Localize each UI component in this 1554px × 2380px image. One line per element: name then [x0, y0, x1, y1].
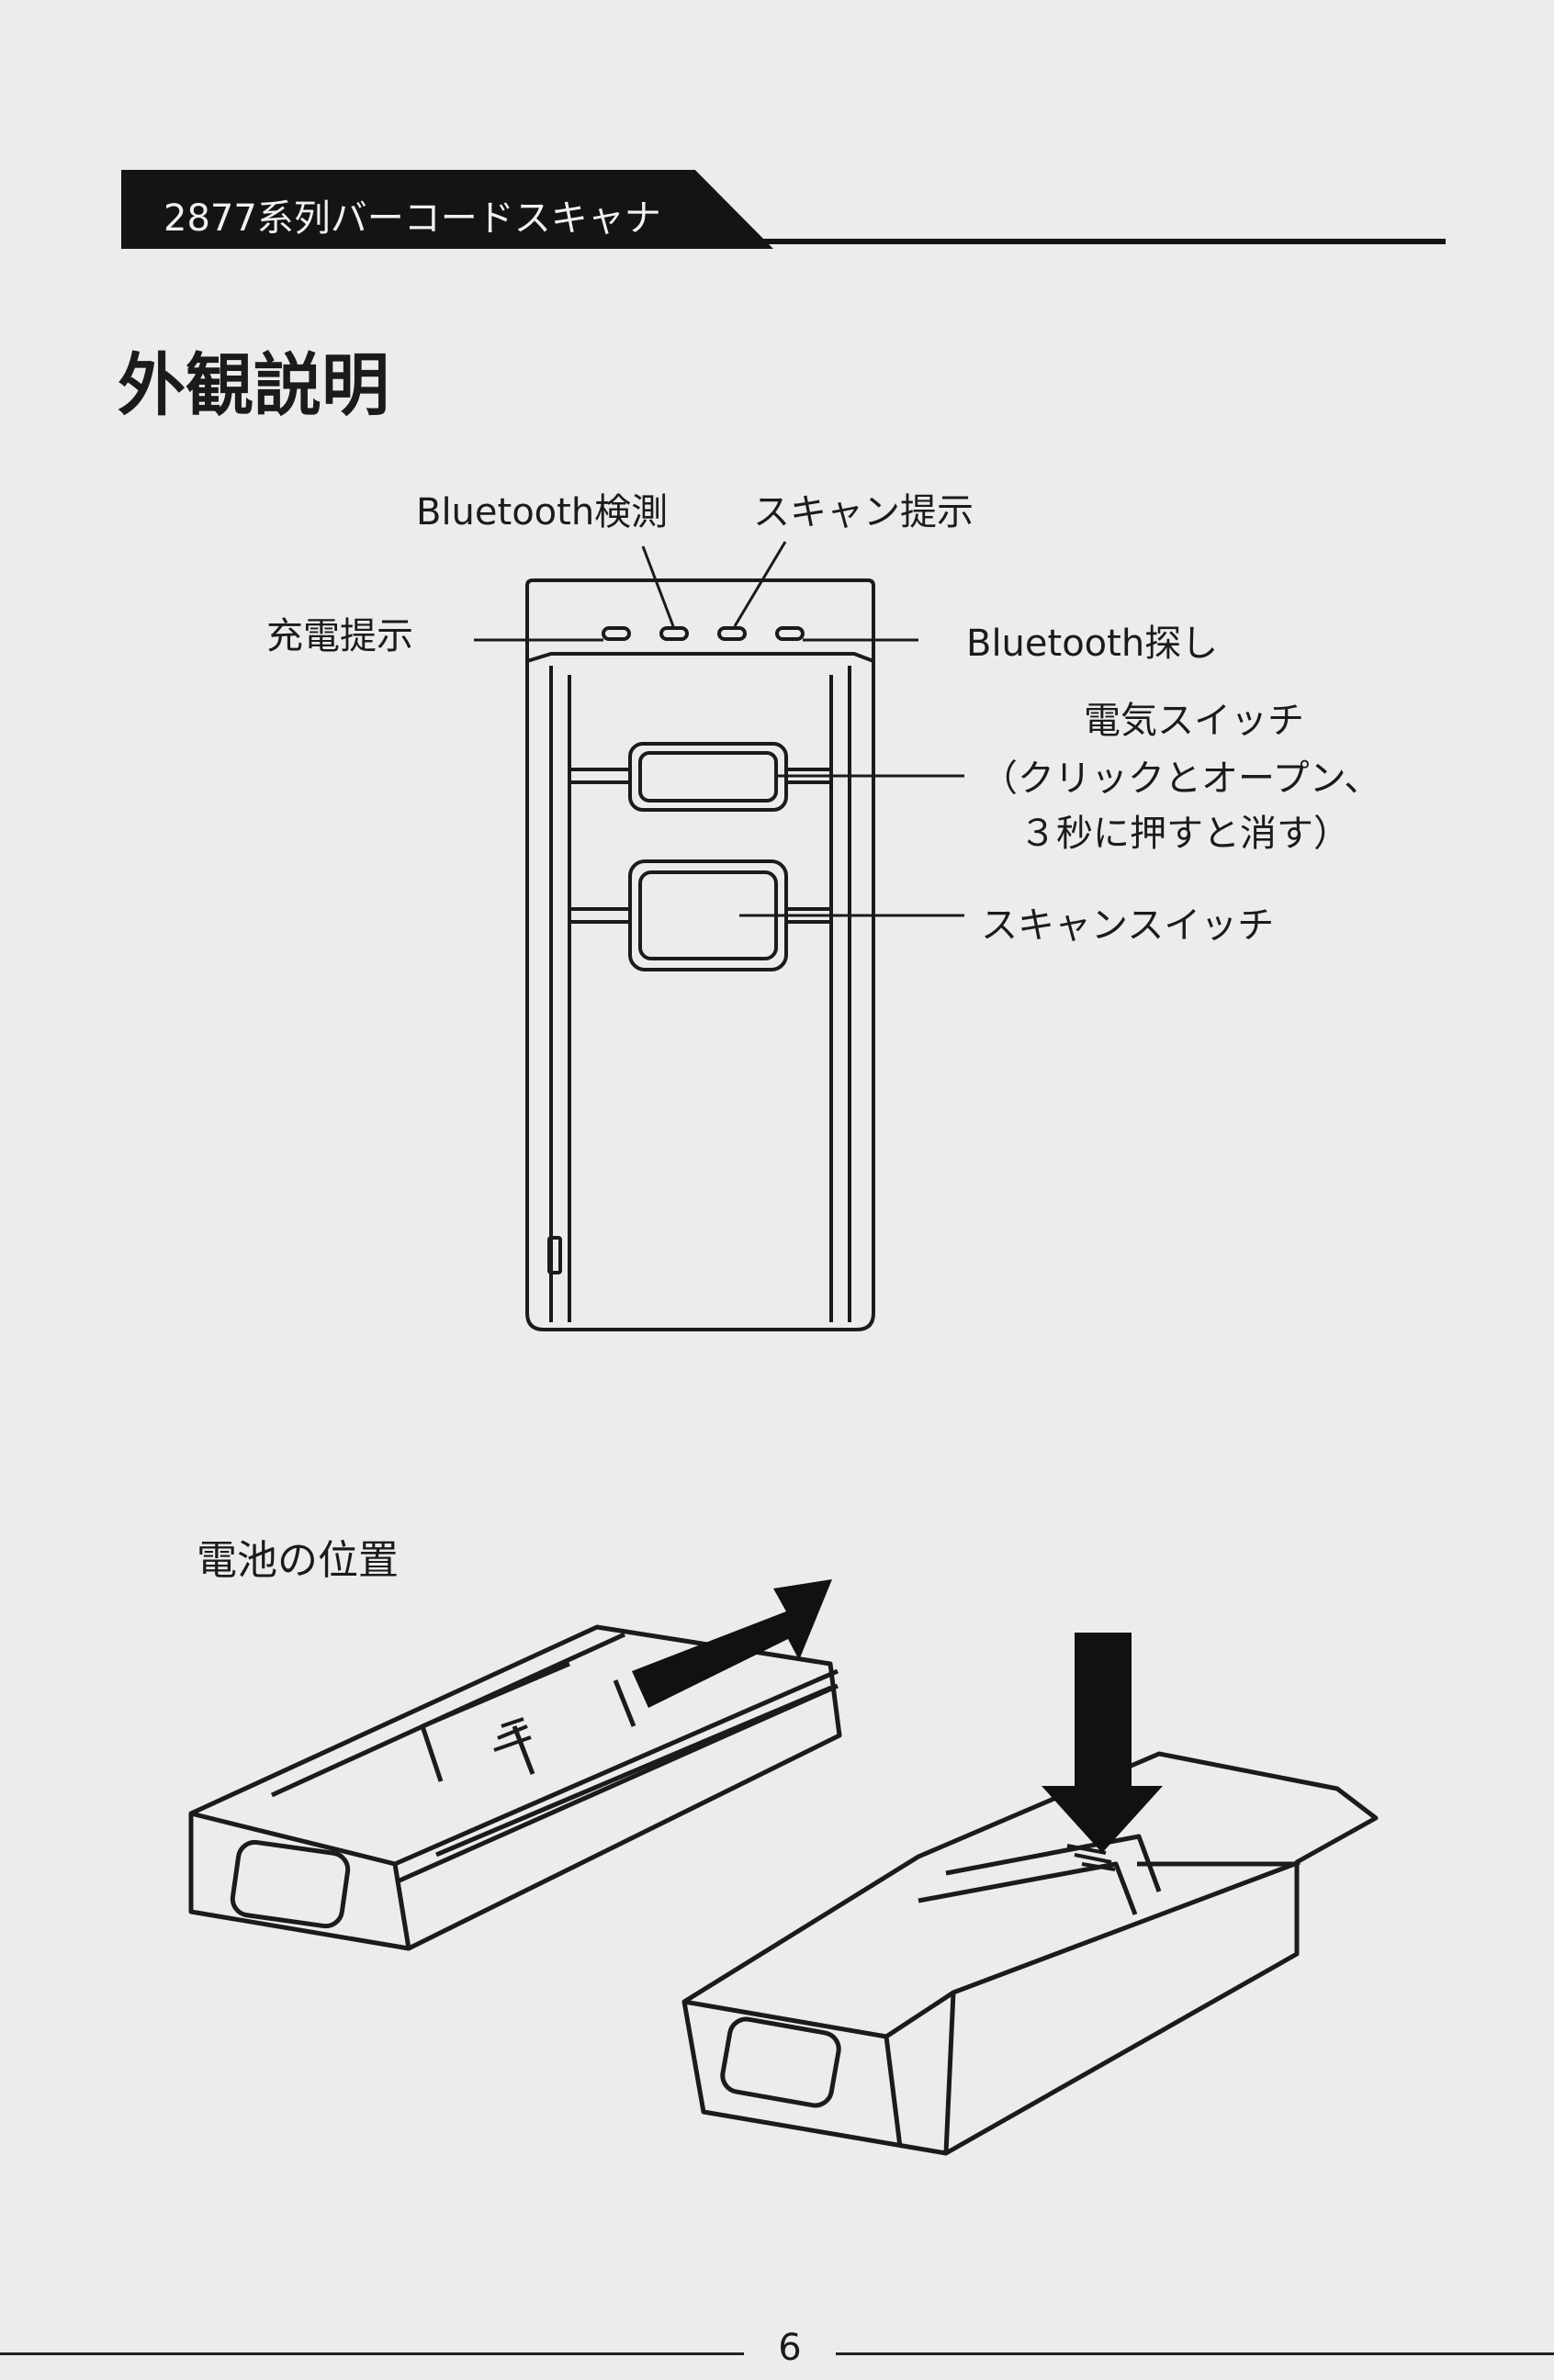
section-title: 外観説明: [118, 346, 389, 425]
label-bluetooth-search: Bluetooth探し: [966, 623, 1219, 665]
footer-rule-left: [0, 2352, 744, 2355]
header-rule: [121, 239, 1446, 244]
label-power-switch: 電気スイッチ: [1084, 700, 1304, 742]
header-tab: [121, 170, 773, 249]
label-power-switch-note-1: （クリックとオープン、: [981, 758, 1381, 800]
footer-rule-right: [836, 2352, 1554, 2355]
label-scan-indicator: スキャン提示: [753, 491, 974, 533]
label-bluetooth-detect: Bluetooth検測: [416, 491, 669, 533]
label-scan-switch: スキャンスイッチ: [981, 904, 1275, 947]
battery-position-title: 電池の位置: [197, 1537, 399, 1584]
page-number: 6: [778, 2327, 802, 2369]
label-power-switch-note-2: ３秒に押すと消す）: [1019, 813, 1350, 855]
series-title: 2877系列バーコードスキャナ: [163, 197, 661, 240]
label-charge-indicator: 充電提示: [266, 615, 413, 657]
